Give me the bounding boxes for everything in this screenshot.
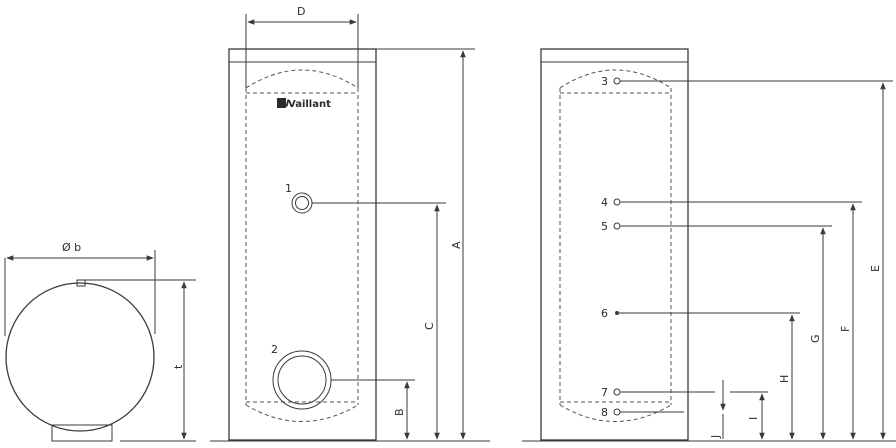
label-connection-8: 8 bbox=[601, 406, 608, 419]
connection-4 bbox=[613, 198, 621, 206]
label-J: J bbox=[709, 435, 722, 439]
svg-text:W: W bbox=[279, 99, 290, 110]
logo-mark-icon bbox=[277, 98, 286, 108]
label-connection-3: 3 bbox=[601, 75, 608, 88]
label-connection-1: 1 bbox=[285, 182, 292, 195]
label-connection-7: 7 bbox=[601, 386, 608, 399]
label-B: B bbox=[393, 408, 406, 416]
front-cabinet bbox=[228, 48, 377, 441]
connection-5 bbox=[613, 222, 621, 230]
label-connection-5: 5 bbox=[601, 220, 608, 233]
tank-circle bbox=[5, 282, 155, 432]
label-I: I bbox=[747, 417, 760, 420]
label-H: H bbox=[778, 375, 791, 383]
side-cabinet bbox=[540, 48, 689, 441]
connection-7 bbox=[613, 388, 621, 396]
label-F: F bbox=[839, 326, 852, 332]
top-nozzle bbox=[76, 279, 86, 287]
label-C: C bbox=[423, 322, 436, 330]
connection-2-inner bbox=[277, 355, 327, 405]
front-view: D W Vaillant 1 2 A C B bbox=[210, 5, 490, 442]
connection-6 bbox=[615, 311, 619, 315]
label-D: D bbox=[297, 5, 305, 18]
side-view: 3 4 5 6 7 8 E F G H bbox=[522, 48, 896, 442]
label-t: t bbox=[172, 364, 185, 369]
connection-8 bbox=[613, 408, 621, 416]
connection-3 bbox=[613, 77, 621, 85]
label-A: A bbox=[450, 241, 463, 249]
tank-base bbox=[51, 424, 113, 442]
label-E: E bbox=[869, 265, 882, 272]
svg-text:Vaillant: Vaillant bbox=[288, 99, 331, 110]
label-G: G bbox=[809, 334, 822, 343]
connection-1-inner bbox=[295, 196, 309, 210]
vaillant-logo: W Vaillant bbox=[277, 98, 331, 110]
connection-2-outer bbox=[272, 350, 332, 410]
label-diameter-b: Ø b bbox=[62, 241, 81, 254]
label-connection-4: 4 bbox=[601, 196, 608, 209]
label-connection-6: 6 bbox=[601, 307, 608, 320]
label-connection-2: 2 bbox=[271, 343, 278, 356]
top-view: Ø b t bbox=[4, 241, 196, 442]
